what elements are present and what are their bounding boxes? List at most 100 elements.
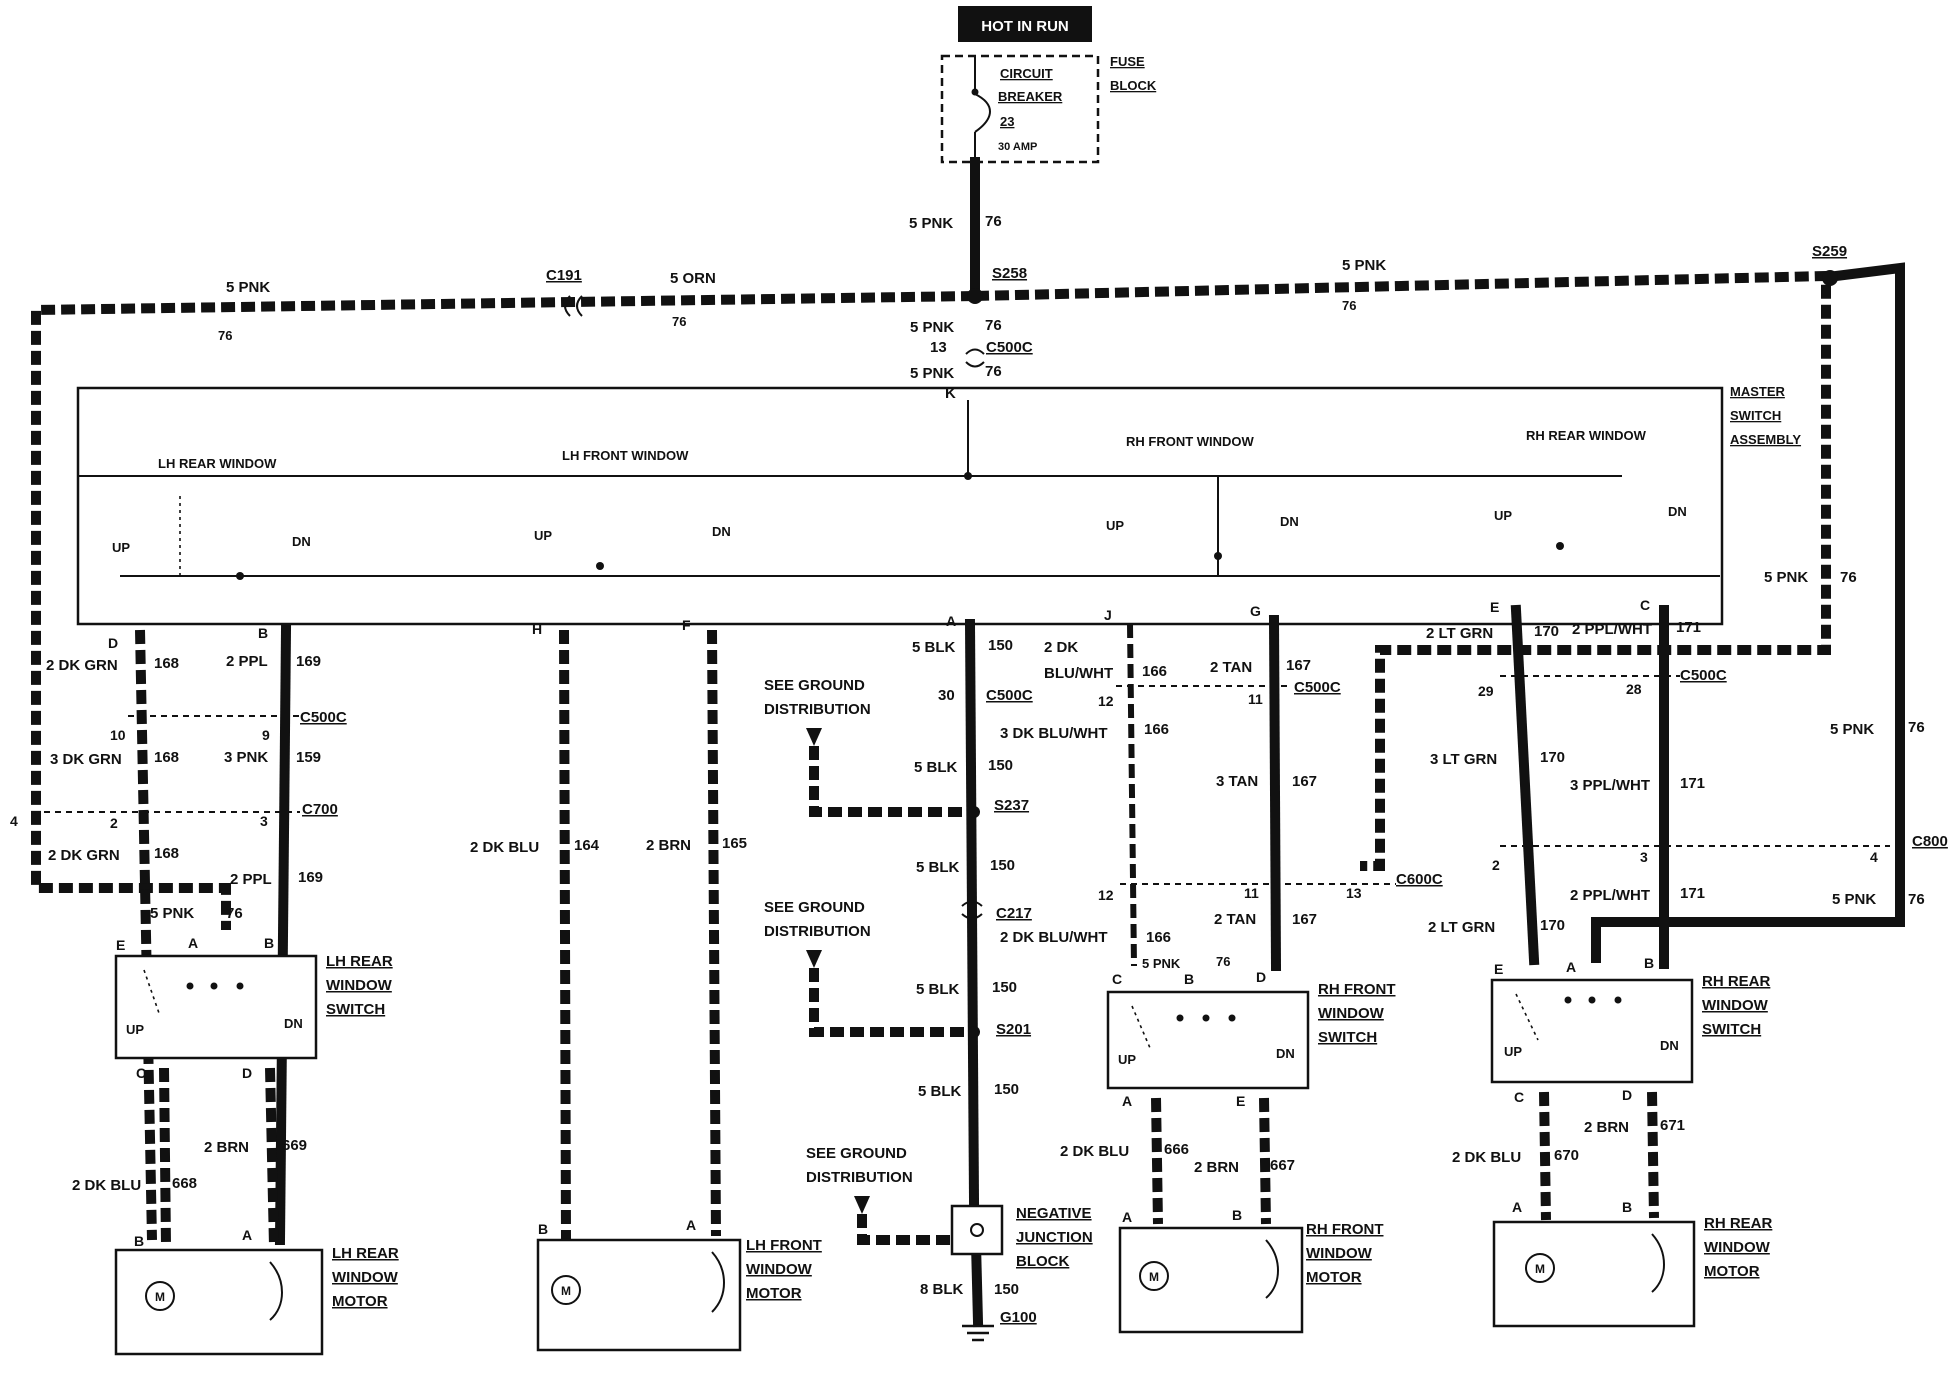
lh-front-mot-label-1: LH FRONT bbox=[746, 1237, 822, 1254]
rh-rear-m2-gauge: 2 BRN bbox=[1584, 1119, 1629, 1136]
ground-w5-circuit: 150 bbox=[994, 1081, 1019, 1098]
lh-rear-sw-dn: DN bbox=[284, 1016, 303, 1031]
ground-c500c: C500C bbox=[986, 687, 1033, 704]
rh-rear-pnk1-gauge: 5 PNK bbox=[1764, 569, 1808, 586]
rh-rear-sw-pin-c: C bbox=[1514, 1089, 1524, 1105]
rh-front-sw-pin-b: B bbox=[1184, 971, 1194, 987]
lh-rear-pin4: 4 bbox=[10, 813, 18, 829]
lh-rear-wire-168 bbox=[135, 629, 157, 1241]
rh-front-mot-label-3: MOTOR bbox=[1306, 1269, 1362, 1286]
lh-rear-sw-pin-c: C bbox=[136, 1065, 146, 1081]
lh-rear-w1-circuit: 168 bbox=[154, 655, 179, 672]
rh-rear-w3-circuit: 170 bbox=[1540, 749, 1565, 766]
ground-w4-gauge: 5 BLK bbox=[916, 981, 960, 998]
rh-front-w4-circuit: 167 bbox=[1292, 773, 1317, 790]
rh-front-m2-gauge: 2 BRN bbox=[1194, 1159, 1239, 1176]
lh-rear-sw-label-3: SWITCH bbox=[326, 1001, 385, 1018]
lh-rear-m2-gauge: 2 BRN bbox=[204, 1139, 249, 1156]
rh-front-mot-pin-b: B bbox=[1232, 1207, 1242, 1223]
g100-ground-symbol bbox=[962, 1324, 994, 1342]
rh-rear-pin3: 3 bbox=[1640, 849, 1648, 865]
lh-rear-mot-pin-b: B bbox=[134, 1233, 144, 1249]
rh-front-mot-pin-a: A bbox=[1122, 1209, 1132, 1225]
master-up-2: UP bbox=[534, 528, 552, 543]
rh-front-w5-circuit: 166 bbox=[1146, 929, 1171, 946]
rh-rear-w5-circuit: 171 bbox=[1680, 885, 1705, 902]
master-switch-assembly: MASTER SWITCH ASSEMBLY LH REAR WINDOW LH… bbox=[76, 384, 1801, 626]
rh-front-sw-pin-c: C bbox=[1112, 971, 1122, 987]
master-up-1: UP bbox=[112, 540, 130, 555]
c191-connector-label: C191 bbox=[546, 267, 582, 284]
rh-rear-sw-pin-a: A bbox=[1566, 959, 1576, 975]
rh-front-w3-gauge: 3 DK BLU/WHT bbox=[1000, 725, 1108, 742]
lh-rear-w2-circuit: 169 bbox=[296, 653, 321, 670]
svg-text:M: M bbox=[155, 1290, 165, 1304]
ground-w4-circuit: 150 bbox=[992, 979, 1017, 996]
c500c-top-gauge-1: 5 PNK bbox=[910, 319, 954, 336]
lh-rear-sw-pin-e: E bbox=[116, 937, 125, 953]
top-left-gauge: 5 PNK bbox=[226, 279, 270, 296]
lh-rear-sw-pin-a: A bbox=[188, 935, 198, 951]
rh-front-pin11b: 11 bbox=[1244, 885, 1259, 901]
master-dn-4: DN bbox=[1668, 504, 1687, 519]
rh-rear-motor-wire-671 bbox=[1647, 1091, 1659, 1219]
master-pin-g: G bbox=[1250, 603, 1261, 619]
lh-rear-w4-circuit: 159 bbox=[296, 749, 321, 766]
rh-rear-sw-pin-b: B bbox=[1644, 955, 1654, 971]
rh-rear-w4-gauge: 3 PPL/WHT bbox=[1570, 777, 1650, 794]
c500c-top-circuit-2: 76 bbox=[985, 363, 1002, 380]
rh-rear-w2-circuit: 171 bbox=[1676, 619, 1701, 636]
master-title-3: ASSEMBLY bbox=[1730, 432, 1801, 447]
master-pin-h: H bbox=[532, 621, 542, 637]
s258-label: S258 bbox=[992, 265, 1027, 282]
lh-rear-w1-gauge: 2 DK GRN bbox=[46, 657, 118, 674]
ground-w1-gauge: 5 BLK bbox=[912, 639, 956, 656]
lh-rear-window-switch: UP DN bbox=[114, 954, 318, 1060]
rh-rear-mot-pin-b: B bbox=[1622, 1199, 1632, 1215]
master-up-3: UP bbox=[1106, 518, 1124, 533]
rh-front-w1-gauge-1: 2 DK bbox=[1044, 639, 1078, 656]
lh-rear-w3-circuit: 168 bbox=[154, 749, 179, 766]
lh-front-mot-label-2: WINDOW bbox=[746, 1261, 813, 1278]
see-ground-3-l2: DISTRIBUTION bbox=[806, 1169, 913, 1186]
s201-label: S201 bbox=[996, 1021, 1031, 1038]
ground-pin30: 30 bbox=[938, 687, 955, 704]
top-right-gauge: 5 PNK bbox=[1342, 257, 1386, 274]
lh-rear-motor-wire-668 bbox=[159, 1067, 171, 1247]
ground-wire-150 bbox=[964, 618, 980, 1206]
rh-rear-sw-up: UP bbox=[1504, 1044, 1522, 1059]
master-pin-c: C bbox=[1640, 597, 1650, 613]
svg-text:M: M bbox=[1535, 1262, 1545, 1276]
lh-front-mot-pin-a: A bbox=[686, 1217, 696, 1233]
rh-front-w6-gauge: 2 TAN bbox=[1214, 911, 1256, 928]
s259-splice bbox=[1822, 270, 1838, 286]
lh-rear-motor-wire-669 bbox=[265, 1067, 279, 1247]
rh-rear-mot-label-2: WINDOW bbox=[1704, 1239, 1771, 1256]
rh-front-w1-gauge-2: BLU/WHT bbox=[1044, 665, 1113, 682]
lh-front-wire-165 bbox=[707, 629, 721, 1237]
rh-rear-pnk2-circuit: 76 bbox=[1908, 719, 1925, 736]
rh-rear-w3-gauge: 3 LT GRN bbox=[1430, 751, 1497, 768]
s237-label: S237 bbox=[994, 797, 1029, 814]
rh-rear-pnk2-gauge: 5 PNK bbox=[1830, 721, 1874, 738]
master-dn-3: DN bbox=[1280, 514, 1299, 529]
lh-rear-mot-label-1: LH REAR bbox=[332, 1245, 399, 1262]
master-rh-rear-label: RH REAR WINDOW bbox=[1526, 428, 1647, 443]
njb-ground-branch bbox=[857, 1214, 950, 1245]
s258-splice bbox=[967, 288, 983, 304]
rh-rear-mot-label-3: MOTOR bbox=[1704, 1263, 1760, 1280]
c217-label: C217 bbox=[996, 905, 1032, 922]
hot-in-run-label-group: HOT IN RUN bbox=[958, 6, 1092, 42]
lh-rear-w6-gauge: 2 PPL bbox=[230, 871, 272, 888]
rh-front-pnk-gauge: 5 PNK bbox=[1142, 956, 1181, 971]
circuit-breaker-23: CIRCUIT BREAKER 23 30 AMP bbox=[940, 54, 1100, 164]
rh-rear-pin2: 2 bbox=[1492, 857, 1500, 873]
master-dn-2: DN bbox=[712, 524, 731, 539]
rh-rear-wire-170 bbox=[1510, 604, 1540, 966]
see-ground-2-l1: SEE GROUND bbox=[764, 899, 865, 916]
rh-rear-sw-pin-d: D bbox=[1622, 1087, 1632, 1103]
rh-front-sw-label-3: SWITCH bbox=[1318, 1029, 1377, 1046]
c500c-top-label: C500C bbox=[986, 339, 1033, 356]
rh-front-pin13: 13 bbox=[1346, 885, 1362, 901]
rh-front-w2-circuit: 167 bbox=[1286, 657, 1311, 674]
